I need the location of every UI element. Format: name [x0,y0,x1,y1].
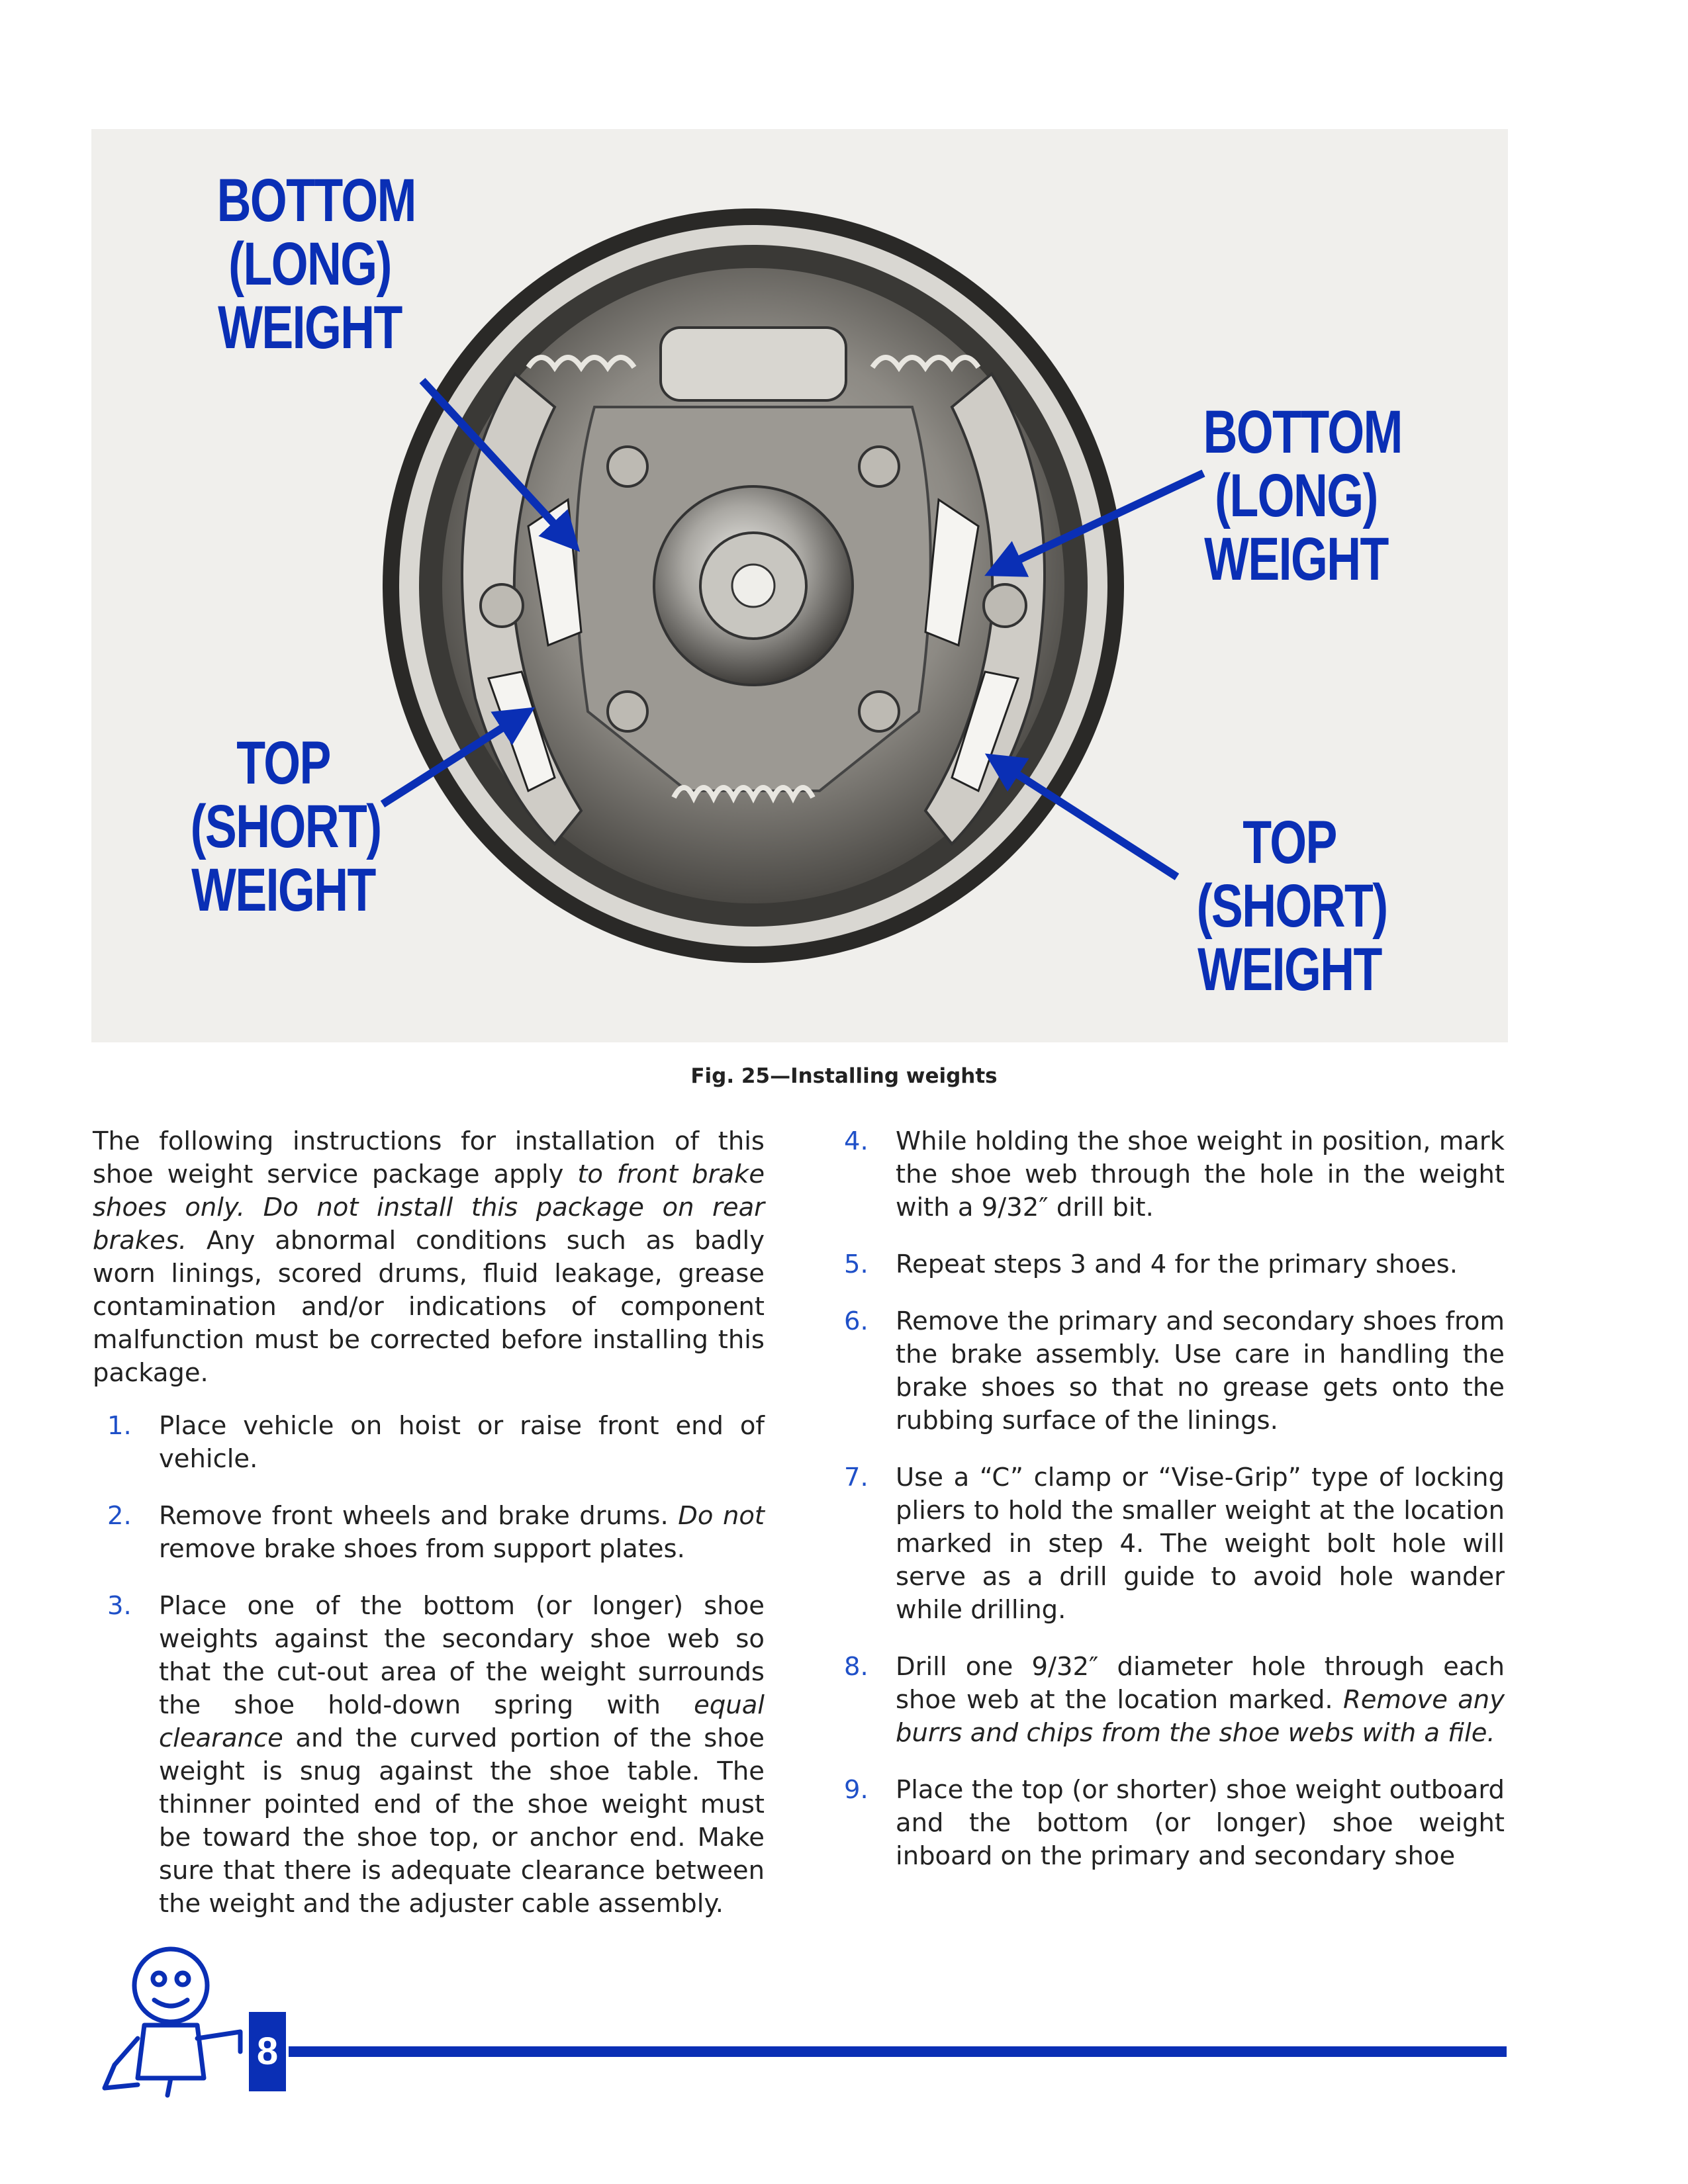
step-number: 9. [844,1775,868,1805]
step-7: 7. Use a “C” clamp or “Vise-Grip” type o… [829,1461,1505,1627]
step-text: Place the top (or shorter) shoe weight o… [896,1775,1505,1871]
label-line: (LONG) [1215,462,1378,529]
step-2: 2. Remove front wheels and brake drums. … [93,1500,765,1566]
label-line: (SHORT) [190,793,383,860]
intro-text: Any abnormal conditions such as badly wo… [93,1226,765,1388]
label-line: WEIGHT [1197,936,1382,1003]
figure-caption: Fig. 25—Installing weights [690,1064,998,1088]
step-emphasis: equal clearance [159,1690,765,1753]
step-1: 1. Place vehicle on hoist or raise front… [93,1410,765,1476]
step-text: Remove front wheels and brake drums. [159,1501,679,1531]
step-emphasis: Remove any burrs and chips from the shoe… [896,1685,1505,1748]
arrow-top-left [419,377,581,552]
step-emphasis: Do not [678,1501,765,1531]
label-line: TOP [236,729,331,797]
mascot-logo [102,1946,243,2098]
label-line: WEIGHT [191,856,376,924]
step-number: 5. [844,1250,868,1279]
top-short-weight-right [951,670,1019,793]
arrow-bottom-left [380,707,536,808]
label-bottom-left: TOP (SHORT) WEIGHT [190,729,383,924]
step-text: Place vehicle on hoist or raise front en… [159,1411,765,1474]
step-text: Drill one 9/32″ diameter hole through ea… [896,1652,1505,1715]
arrow-right-lower [984,753,1180,881]
step-number: 1. [107,1411,132,1441]
label-right-lower: TOP (SHORT) WEIGHT [1196,809,1389,1003]
step-number: 6. [844,1306,868,1336]
step-6: 6. Remove the primary and secondary shoe… [829,1305,1505,1437]
step-3: 3. Place one of the bottom (or longer) s… [93,1590,765,1921]
bottom-long-weight-right [924,498,980,647]
step-number: 3. [107,1591,132,1621]
page-number: 8 [249,2012,286,2091]
step-text: Place one of the bottom (or longer) shoe… [159,1591,765,1720]
label-line: TOP [1243,809,1337,876]
step-5: 5. Repeat steps 3 and 4 for the primary … [829,1248,1505,1281]
label-line: BOTTOM [1203,398,1403,466]
label-line: BOTTOM [216,167,417,234]
brake-assembly-figure: BOTTOM (LONG) WEIGHT BOTTOM (LONG) WEIGH… [91,129,1508,1042]
intro-emphasis: to front brake shoes only. Do not instal… [93,1160,765,1255]
step-number: 4. [844,1126,868,1156]
wheel-cylinder [659,326,847,402]
arrow-right-upper [984,469,1205,577]
step-text: While holding the shoe weight in positio… [896,1126,1505,1222]
left-column: The following instructions for installat… [93,1125,765,1944]
brake-assembly-photo [380,208,1205,963]
intro-paragraph: The following instructions for installat… [93,1125,765,1390]
label-line: WEIGHT [1204,525,1389,593]
label-top-left: BOTTOM (LONG) WEIGHT [216,167,417,361]
step-text: Use a “C” clamp or “Vise-Grip” type of l… [896,1463,1505,1625]
label-line: (SHORT) [1196,872,1389,940]
step-number: 8. [844,1652,868,1682]
step-text: and the curved portion of the shoe weigh… [159,1723,765,1919]
step-number: 2. [107,1501,132,1531]
step-9: 9. Place the top (or shorter) shoe weigh… [829,1774,1505,1873]
step-text: Repeat steps 3 and 4 for the primary sho… [896,1250,1458,1279]
step-4: 4. While holding the shoe weight in posi… [829,1125,1505,1224]
step-8: 8. Drill one 9/32″ diameter hole through… [829,1651,1505,1750]
right-column: 4. While holding the shoe weight in posi… [829,1125,1505,1897]
label-line: (LONG) [228,230,392,298]
step-text: remove brake shoes from support plates. [159,1534,685,1564]
intro-text: The following instructions for installat… [93,1126,765,1189]
label-right-upper: BOTTOM (LONG) WEIGHT [1203,398,1403,593]
step-number: 7. [844,1463,868,1492]
label-line: WEIGHT [218,294,402,361]
footer-rule [289,2046,1507,2057]
step-text: Remove the primary and secondary shoes f… [896,1306,1505,1435]
